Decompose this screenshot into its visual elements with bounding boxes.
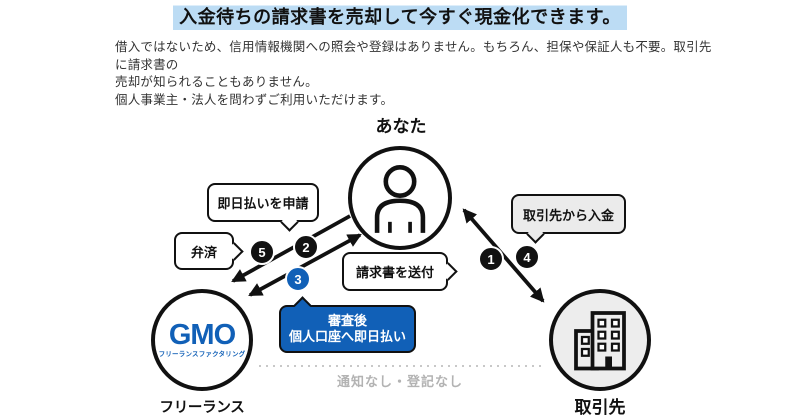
bubble-deposit-line2: 個人口座へ即日払い [288, 329, 406, 344]
bubble-repayment: 弁済 [174, 232, 244, 270]
header: 入金待ちの請求書を売却して今すぐ現金化できます。 [0, 2, 800, 31]
node-gmo: GMO フリーランスファクタリング [151, 289, 253, 391]
page-title: 入金待ちの請求書を売却して今すぐ現金化できます。 [173, 2, 627, 31]
intro-line-1: 借入ではないため、信用情報機関への照会や登録はありません。もちろん、担保や保証人… [115, 40, 712, 72]
bubble-repay-label: 弁済 [190, 244, 217, 260]
gmo-logo-subtext: フリーランスファクタリング [158, 351, 246, 359]
bubble-send-invoice: 請求書を送付 [342, 252, 458, 291]
bubble-deposit-label: 審査後 個人口座へ即日払い [289, 313, 406, 345]
bubble-deposit-after-review: 審査後 個人口座へ即日払い [279, 295, 416, 353]
bubble-apply-same-day-payment: 即日払いを申請 [207, 183, 319, 232]
node-client [549, 289, 651, 391]
intro-line-3: 個人事業主・法人を問わずご利用いただけます。 [115, 92, 394, 107]
bubble-apply-label: 即日払いを申請 [217, 196, 309, 211]
bubble-client-payment: 取引先から入金 [511, 194, 626, 244]
gmo-logo-text: GMO [168, 319, 236, 352]
node-label-client: 取引先 [574, 398, 626, 417]
no-notification-footnote: 通知なし・登記なし [336, 374, 463, 389]
step-badge-3: 3 [285, 266, 311, 292]
step-badge-5: 5 [249, 239, 275, 265]
node-label-you: あなた [375, 117, 427, 136]
gmo-logo: GMO フリーランスファクタリング [159, 321, 246, 359]
building-icon [574, 311, 626, 371]
arrow-apply-deposit [248, 233, 362, 297]
bubble-invoice-label: 請求書を送付 [355, 265, 434, 280]
step-badge-2: 2 [293, 234, 319, 260]
bubble-deposit-line1: 審査後 [327, 313, 367, 328]
person-icon [374, 165, 426, 233]
node-label-freelance: フリーランス [159, 400, 245, 416]
node-you [348, 146, 452, 250]
intro-paragraph: 借入ではないため、信用情報機関への照会や登録はありません。もちろん、担保や保証人… [115, 39, 715, 109]
step-badge-4: 4 [514, 244, 540, 270]
intro-line-2: 売却が知られることもありません。 [115, 75, 318, 89]
step-badge-1: 1 [478, 246, 504, 272]
bubble-payment-label: 取引先から入金 [522, 207, 614, 223]
